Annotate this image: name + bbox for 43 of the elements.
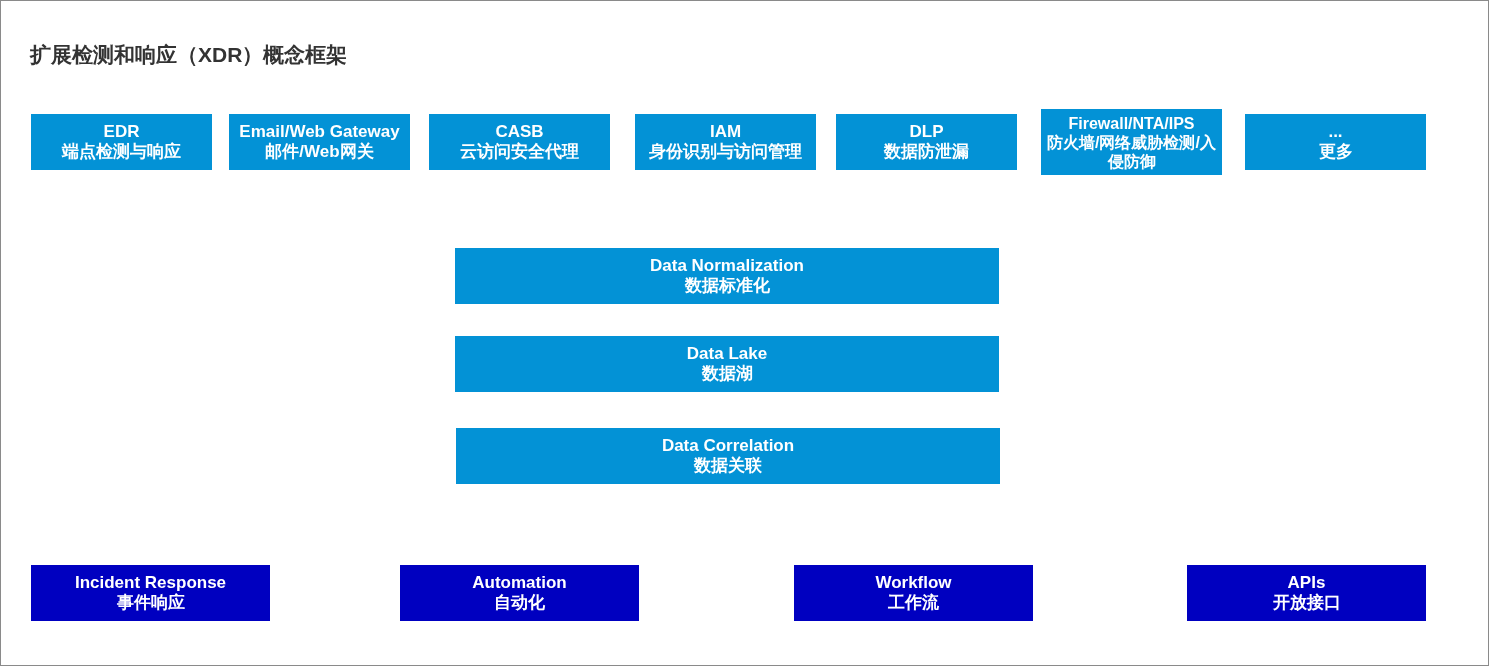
source-box	[836, 114, 1017, 170]
box-label: IAM	[709, 122, 742, 142]
box-label: 数据防泄漏	[884, 142, 969, 162]
box-label: 事件响应	[116, 593, 185, 613]
box-label: 端点检测与响应	[62, 142, 181, 162]
capability-box	[400, 565, 639, 621]
capability-box	[794, 565, 1033, 621]
source-box	[635, 114, 816, 170]
box-label: Data Normalization	[650, 256, 804, 276]
box-label: Data Lake	[686, 344, 768, 364]
box-label: Email/Web Gateway	[239, 122, 400, 142]
box-label: DLP	[909, 122, 944, 142]
box-label: 数据湖	[701, 364, 753, 384]
data-layer-bar	[455, 336, 999, 392]
box-label: Automation	[472, 573, 567, 593]
box-label: 数据标准化	[684, 276, 770, 296]
box-label: 云访问安全代理	[460, 142, 579, 162]
box-label: Incident Response	[74, 573, 227, 593]
box-label: EDR	[103, 122, 140, 142]
box-label: 更多	[1318, 142, 1353, 162]
box-label: CASB	[495, 122, 544, 142]
box-label: Data Correlation	[661, 436, 795, 456]
box-label: 开放接口	[1272, 593, 1341, 613]
source-box	[229, 114, 410, 170]
box-label: 工作流	[888, 593, 939, 613]
data-layer-bar	[456, 428, 1000, 484]
capability-box	[1187, 565, 1426, 621]
box-label: Workflow	[875, 573, 952, 593]
capability-box	[31, 565, 270, 621]
box-label: APIs	[1287, 573, 1326, 593]
box-label: 数据关联	[694, 456, 762, 476]
box-label: 防火墙/网络威胁检测/入侵防御	[1046, 132, 1217, 171]
source-box	[1041, 109, 1222, 175]
box-label: Firewall/NTA/IPS	[1068, 113, 1195, 133]
box-label: 身份识别与访问管理	[649, 142, 802, 162]
source-box	[1245, 114, 1426, 170]
box-label: 自动化	[494, 593, 545, 613]
box-label: 邮件/Web网关	[265, 142, 374, 162]
source-box	[31, 114, 212, 170]
source-box	[429, 114, 610, 170]
data-layer-bar	[455, 248, 999, 304]
diagram-title: 扩展检测和响应（XDR）概念框架	[30, 42, 348, 68]
box-label: ...	[1328, 122, 1343, 142]
